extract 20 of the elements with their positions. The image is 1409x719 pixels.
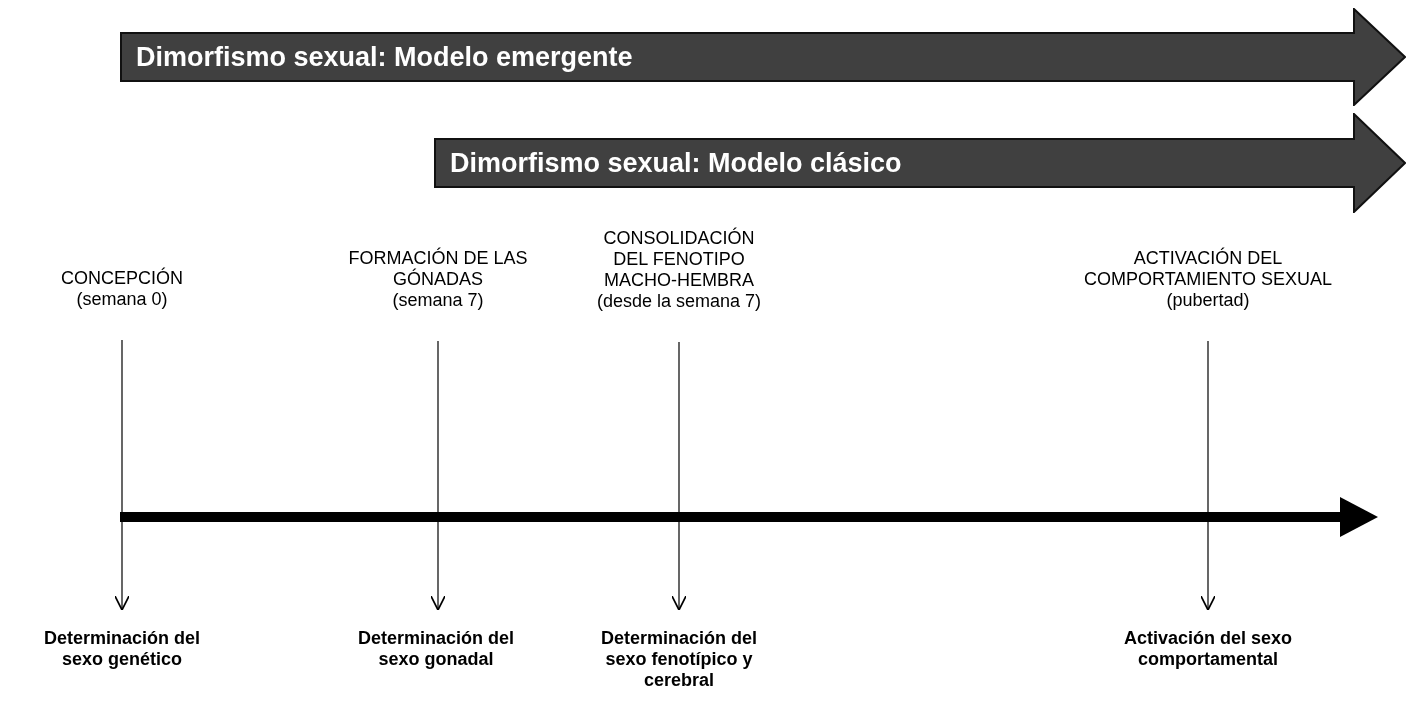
outcome-label: Determinación del sexo fenotípico y cerebral (599, 628, 758, 691)
event-time: (semana 7) (392, 290, 484, 311)
outcome-label: Activación del sexo comportamental (1122, 628, 1294, 670)
banner-arrow (120, 8, 1406, 106)
event-time: (semana 0) (76, 289, 168, 310)
outcome-label: Determinación del sexo gonadal (356, 628, 515, 670)
banner-title: Dimorfismo sexual: Modelo clásico (449, 146, 902, 180)
event-label: FORMACIÓN DE LAS GÓNADAS (348, 248, 528, 290)
banner-arrow (434, 113, 1406, 213)
event-time: (desde la semana 7) (596, 291, 762, 312)
arrow (671, 341, 687, 611)
event-label: CONCEPCIÓN (61, 268, 183, 289)
event-time: (pubertad) (1166, 290, 1250, 311)
arrow (430, 340, 446, 611)
event-label: ACTIVACIÓN DEL COMPORTAMIENTO SEXUAL (1082, 248, 1333, 290)
banner-title: Dimorfismo sexual: Modelo emergente (135, 40, 633, 74)
event-label: CONSOLIDACIÓN DEL FENOTIPO MACHO-HEMBRA (602, 228, 756, 291)
outcome-label: Determinación del sexo genético (42, 628, 201, 670)
arrow (114, 339, 130, 611)
arrow (1200, 340, 1216, 611)
